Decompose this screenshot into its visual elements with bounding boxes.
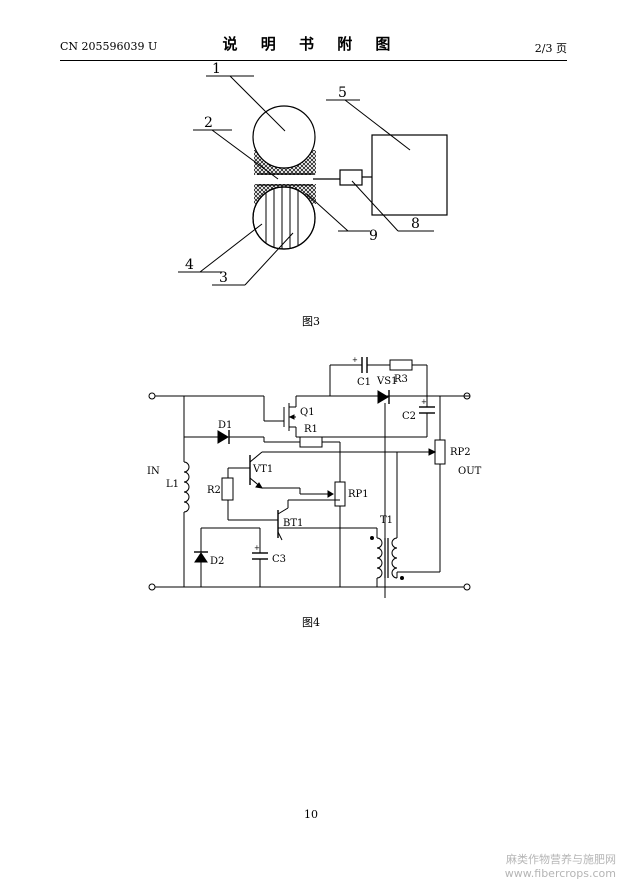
svg-text:+: + xyxy=(421,398,427,406)
label-t1: T1 xyxy=(380,515,393,526)
terminal-in-bottom xyxy=(148,583,156,591)
svg-text:+: + xyxy=(352,356,358,364)
figure3-caption: 图3 xyxy=(302,315,320,328)
label-c3: C3 xyxy=(272,554,286,565)
watermark-line1: 麻类作物营养与施肥网 xyxy=(506,853,616,866)
page-indicator: 2/3 页 xyxy=(534,42,567,55)
upper-circle xyxy=(252,105,316,169)
label-d2: D2 xyxy=(210,556,224,567)
label-rp1: RP1 xyxy=(348,489,369,500)
label-rp2: RP2 xyxy=(450,447,471,458)
fig3-label-9: 9 xyxy=(369,228,378,244)
figure3-diagram xyxy=(178,75,448,286)
fig3-label-4: 4 xyxy=(185,257,194,273)
fig3-label-3: 3 xyxy=(219,270,228,286)
terminal-out-bottom xyxy=(463,583,471,591)
label-c1: C1 xyxy=(357,377,371,388)
label-d1: D1 xyxy=(218,420,232,431)
resistor-r3 xyxy=(389,359,413,371)
label-r1: R1 xyxy=(304,424,318,435)
fig3-label-5: 5 xyxy=(338,85,347,101)
box-5 xyxy=(371,134,448,216)
potentiometer-rp2 xyxy=(434,439,446,465)
figure4-caption: 图4 xyxy=(302,616,320,629)
potentiometer-rp1 xyxy=(334,481,346,507)
box-8 xyxy=(339,169,363,186)
label-r3: R3 xyxy=(394,374,408,385)
page-number: 10 xyxy=(304,808,318,821)
resistor-r2 xyxy=(221,477,234,501)
fig3-label-1: 1 xyxy=(212,61,221,77)
header-rule xyxy=(60,60,567,61)
label-in: IN xyxy=(147,466,160,477)
page-title: 说 明 书 附 图 xyxy=(222,35,400,53)
terminal-in-top xyxy=(148,392,156,400)
svg-text:+: + xyxy=(254,544,260,552)
label-vs1: VS1 xyxy=(376,376,397,387)
figure4-labels: IN OUT Q1 D1 R1 C1 R3 VS1 C2 RP2 VT1 R2 … xyxy=(147,374,482,567)
patent-number: CN 205596039 U xyxy=(60,40,158,53)
fig3-label-8: 8 xyxy=(411,216,420,232)
label-out: OUT xyxy=(458,466,482,477)
watermark: 麻类作物营养与施肥网 www.fibercrops.com xyxy=(505,853,616,881)
label-l1: L1 xyxy=(166,479,179,490)
label-bt1: BT1 xyxy=(283,518,303,529)
label-vt1: VT1 xyxy=(252,464,273,475)
resistor-r1 xyxy=(299,436,323,448)
figure4-circuit xyxy=(148,357,471,598)
figure3-labels: 1 2 3 4 5 8 9 xyxy=(185,61,420,286)
polarity-marks: + + + xyxy=(254,356,427,552)
fig3-label-2: 2 xyxy=(204,115,213,131)
label-q1: Q1 xyxy=(300,407,315,418)
label-c2: C2 xyxy=(402,411,416,422)
label-r2: R2 xyxy=(207,485,221,496)
watermark-line2: www.fibercrops.com xyxy=(504,867,616,880)
